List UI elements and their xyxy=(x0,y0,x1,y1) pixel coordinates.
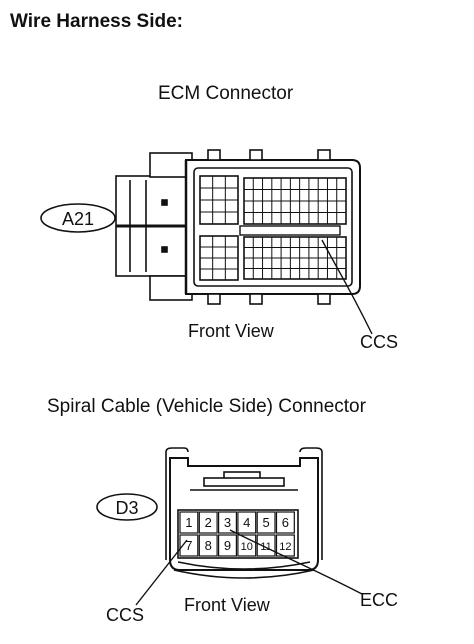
spiral-pin-number: 7 xyxy=(185,538,192,553)
spiral-pin-cell xyxy=(179,511,199,534)
spiral-pin-cell xyxy=(237,511,257,534)
ecm-grid-lines xyxy=(200,176,346,280)
spiral-code-text: D3 xyxy=(115,498,138,518)
spiral-pin-cell xyxy=(218,511,238,534)
spiral-pin-number: 6 xyxy=(282,515,289,530)
ecm-front-view-label: Front View xyxy=(188,321,274,341)
spiral-pin-number: 12 xyxy=(279,541,291,553)
ecm-latch xyxy=(115,152,193,301)
ecm-ccs-leader xyxy=(321,239,373,335)
ecm-key xyxy=(239,225,341,236)
spiral-connector-title: Spiral Cable (Vehicle Side) Connector xyxy=(47,396,366,417)
spiral-pin-cell xyxy=(256,511,276,534)
spiral-pin-cell xyxy=(275,511,295,534)
spiral-pin-cell xyxy=(256,534,276,557)
ecm-code-badge: A21 xyxy=(40,203,116,233)
spiral-pin-number: 8 xyxy=(205,538,212,553)
spiral-pin-number: 9 xyxy=(224,538,231,553)
spiral-pin-cell xyxy=(218,534,238,557)
ecm-connector-title: ECM Connector xyxy=(158,83,294,104)
spiral-pin-number: 3 xyxy=(224,515,231,530)
spiral-pin-cell xyxy=(198,534,218,557)
ecm-ccs-label: CCS xyxy=(360,332,399,352)
spiral-ccs-leader xyxy=(135,539,188,606)
spiral-pin-number: 1 xyxy=(185,515,192,530)
spiral-pin-cell xyxy=(179,534,199,557)
spiral-pin-number: 5 xyxy=(262,515,269,530)
page-title: Wire Harness Side: xyxy=(10,11,184,32)
ecm-code-text: A21 xyxy=(62,209,94,229)
spiral-front-view-label: Front View xyxy=(184,595,270,615)
ecm-connector xyxy=(115,149,361,305)
spiral-code-badge: D3 xyxy=(96,493,158,521)
spiral-pin-number: 2 xyxy=(205,515,212,530)
spiral-pin-cell xyxy=(198,511,218,534)
spiral-pin-number: 4 xyxy=(243,515,250,530)
spiral-ccs-label: CCS xyxy=(106,605,145,625)
spiral-ecc-leader xyxy=(229,529,363,595)
spiral-pin-number: 10 xyxy=(241,541,253,553)
spiral-ecc-label: ECC xyxy=(360,590,399,610)
